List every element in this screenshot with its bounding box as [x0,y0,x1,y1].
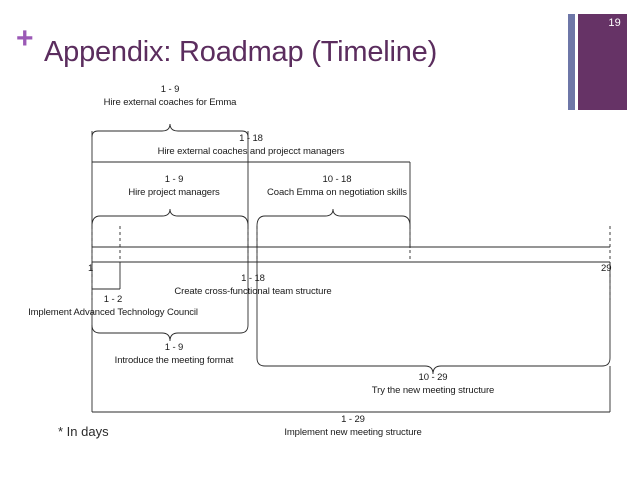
task-desc: Introduce the meeting format [114,354,234,366]
task-label-implement-new-meeting-structure: 1 - 29 Implement new meeting structure [284,414,421,440]
brace-coach-emma-negotiation [256,208,411,227]
task-desc: Try the new meeting structure [371,384,495,396]
task-desc: Hire external coaches and projecct manag… [157,145,345,157]
task-label-hire-external-coaches-for-emma: 1 - 9 Hire external coaches for Emma [104,84,237,110]
page-badge-stripe [568,14,575,110]
task-desc: Create cross-functional team structure [174,285,332,297]
task-label-coach-emma-negotiation: 10 - 18 Coach Emma on negotiation skills [267,174,407,200]
brace-hire-project-managers [91,208,249,227]
page-badge [578,14,627,110]
brace-introduce-meeting-format [91,324,249,342]
task-range: 1 - 18 [239,133,263,144]
brace-hire-external-coaches-for-emma [91,123,249,138]
page-number: 19 [608,17,621,29]
task-label-hire-external-coaches-and-pms: 1 - 18 Hire external coaches and projecc… [158,133,345,159]
footnote-in-days: * In days [58,424,109,439]
task-desc: Hire external coaches for Emma [103,96,237,108]
task-range: 1 - 9 [164,174,184,185]
task-label-try-the-new-meeting-structure: 10 - 29 Try the new meeting structure [371,372,495,398]
task-range: 1 - 18 [241,273,265,284]
task-label-introduce-the-meeting-format: 1 - 9 Introduce the meeting format [115,342,234,368]
task-desc: Coach Emma on negotiation skills [267,186,407,198]
task-label-implement-advanced-technology-council: 1 - 2 Implement Advanced Technology Coun… [28,294,198,320]
task-range: 1 - 9 [164,342,184,353]
brace-try-new-meeting-structure [256,357,611,375]
task-range: 10 - 29 [418,372,448,383]
task-desc: Implement Advanced Technology Council [28,306,198,318]
task-label-hire-project-managers: 1 - 9 Hire project managers [128,174,219,200]
axis-label-end: 29 [601,263,612,274]
task-label-create-cross-functional-team-structure: 1 - 18 Create cross-functional team stru… [174,273,331,299]
task-range: 10 - 18 [322,174,352,185]
task-range: 1 - 29 [341,414,365,425]
plus-icon: + [16,22,34,55]
task-range: 1 - 2 [103,294,123,305]
page-title: Appendix: Roadmap (Timeline) [44,36,438,68]
task-desc: Implement new meeting structure [284,426,422,438]
task-range: 1 - 9 [160,84,180,95]
axis-label-start: 1 [88,263,94,274]
task-desc: Hire project managers [128,186,220,198]
